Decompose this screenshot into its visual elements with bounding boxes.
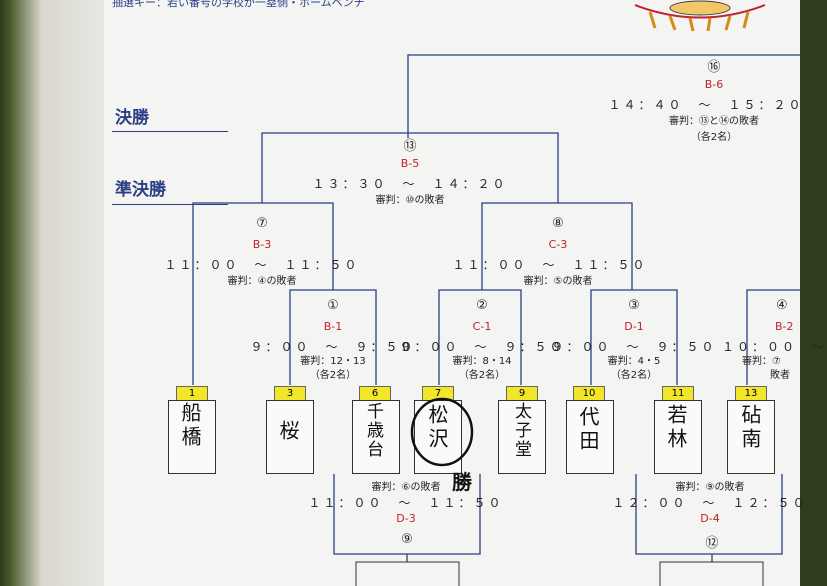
match-2-number: ② bbox=[476, 298, 488, 313]
team-name: 太子堂 bbox=[511, 402, 531, 459]
match-13-time: １３：３０ ～ １４：２０ bbox=[312, 177, 508, 191]
team-name: 松沢 bbox=[425, 404, 449, 452]
team-name: 船橋 bbox=[178, 402, 202, 450]
match-2-code: C-1 bbox=[472, 320, 492, 333]
match-16-code: B-6 bbox=[704, 78, 724, 91]
match-9-code: D-3 bbox=[396, 512, 416, 525]
match-8-number: ⑧ bbox=[552, 216, 564, 231]
round-underline-final bbox=[112, 131, 228, 132]
mascot-illustration bbox=[630, 0, 770, 32]
seed-tab: 3 bbox=[274, 386, 306, 401]
match-12-code: D-4 bbox=[700, 512, 720, 525]
match-4-time: １０：００ ～ bbox=[722, 340, 827, 354]
team-box bbox=[168, 400, 216, 474]
round-label-semifinal: 準決勝 bbox=[115, 180, 166, 200]
match-7-umpire: 審判：④の敗者 bbox=[227, 276, 297, 287]
match-3-time: ９：００ ～ ９：５０ bbox=[551, 340, 717, 354]
team-box bbox=[266, 400, 314, 474]
match-9-number: ⑨ bbox=[401, 532, 413, 547]
match-2-umpire: 審判：8・14 bbox=[452, 356, 512, 367]
match-7-code: B-3 bbox=[252, 238, 272, 251]
match-7-time: １１：００ ～ １１：５０ bbox=[164, 258, 360, 272]
match-1-number: ① bbox=[327, 298, 339, 313]
match-9-umpire: 審判：⑥の敗者 bbox=[371, 482, 441, 493]
team-box bbox=[727, 400, 775, 474]
match-13-umpire: 審判：⑩の敗者 bbox=[375, 195, 445, 206]
match-8-time: １１：００ ～ １１：５０ bbox=[452, 258, 648, 272]
match-16-time: １４：４０ ～ １５：２０ bbox=[608, 98, 804, 112]
match-2-time: ９：００ ～ ９：５０ bbox=[399, 340, 565, 354]
seed-tab: 1 bbox=[176, 386, 208, 401]
team-name: 若林 bbox=[664, 404, 688, 452]
seed-tab: 13 bbox=[735, 386, 767, 401]
bracket-lines bbox=[192, 54, 800, 586]
match-13-number: ⑬ bbox=[403, 139, 417, 154]
match-13-code: B-5 bbox=[400, 157, 420, 170]
seed-tab: 6 bbox=[359, 386, 391, 401]
team-name: 砧南 bbox=[738, 404, 762, 452]
match-4-note: 敗者 bbox=[770, 370, 790, 381]
team-box bbox=[654, 400, 702, 474]
seed-tab: 10 bbox=[573, 386, 605, 401]
match-7-number: ⑦ bbox=[256, 216, 268, 231]
match-8-code: C-3 bbox=[548, 238, 568, 251]
team-name: 桜 bbox=[276, 420, 300, 444]
team-box bbox=[498, 400, 546, 474]
match-9-time: １１：００ ～ １１：５０ bbox=[308, 496, 504, 510]
round-label-final: 決勝 bbox=[115, 108, 149, 128]
match-4-umpire: 審判：⑦ bbox=[742, 356, 781, 367]
team-box bbox=[566, 400, 614, 474]
team-name: 代田 bbox=[576, 406, 600, 454]
team-box bbox=[352, 400, 400, 474]
match-16-umpire: 審判：⑬と⑭の敗者 bbox=[669, 116, 759, 127]
match-1-time: ９：００ ～ ９：５０ bbox=[250, 340, 416, 354]
match-3-umpire: 審判：4・5 bbox=[607, 356, 661, 367]
handwritten-win-mark: 勝 bbox=[452, 470, 472, 494]
match-1-code: B-1 bbox=[323, 320, 343, 333]
seed-tab: 9 bbox=[506, 386, 538, 401]
match-3-note: （各2名） bbox=[610, 370, 658, 381]
match-12-umpire: 審判：⑨の敗者 bbox=[675, 482, 745, 493]
round-underline-semifinal bbox=[112, 204, 228, 205]
match-2-note: （各2名） bbox=[458, 370, 506, 381]
bracket-board bbox=[104, 0, 800, 586]
winner-circle-mark bbox=[410, 397, 474, 467]
match-4-code: B-2 bbox=[775, 320, 794, 333]
match-16-number: ⑯ bbox=[707, 60, 721, 75]
team-name: 千歳台 bbox=[363, 402, 383, 459]
match-16-note: （各2名） bbox=[690, 132, 738, 143]
board-edge-background bbox=[0, 0, 104, 586]
match-1-note: （各2名） bbox=[309, 370, 357, 381]
seed-tab: 11 bbox=[662, 386, 694, 401]
match-4-number: ④ bbox=[776, 298, 788, 313]
match-8-umpire: 審判：⑤の敗者 bbox=[523, 276, 593, 287]
match-12-time: １２：００ ～ １２：５０ bbox=[612, 496, 808, 510]
match-1-umpire: 審判：12・13 bbox=[300, 356, 366, 367]
match-12-number: ⑫ bbox=[705, 536, 719, 551]
match-3-code: D-1 bbox=[624, 320, 644, 333]
header-note: 抽選キー：若い番号の学校が一塁側・ホームベンチ bbox=[112, 0, 365, 9]
match-3-number: ③ bbox=[628, 298, 640, 313]
